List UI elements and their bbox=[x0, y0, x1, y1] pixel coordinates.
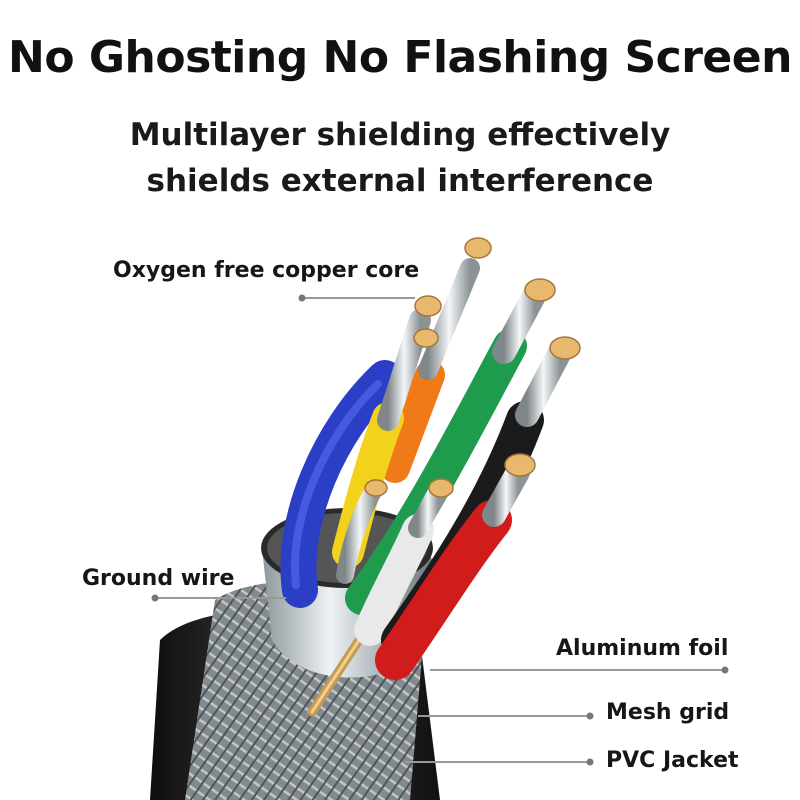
label-mesh-grid: Mesh grid bbox=[606, 700, 730, 725]
twisted-strand-pair bbox=[336, 479, 388, 584]
wire-white bbox=[354, 478, 454, 646]
subheadline-line-2: shields external interference bbox=[146, 163, 654, 199]
label-ground-wire: Ground wire bbox=[82, 566, 235, 591]
label-pvc-jacket: PVC Jacket bbox=[606, 748, 739, 773]
wire-blue bbox=[280, 360, 403, 608]
wire-red bbox=[375, 453, 536, 680]
subheadline: Multilayer shielding effectively shields… bbox=[0, 112, 800, 204]
leader-lines bbox=[151, 294, 729, 766]
subheadline-line-1: Multilayer shielding effectively bbox=[129, 117, 671, 153]
label-aluminum-foil: Aluminum foil bbox=[556, 636, 729, 661]
headline: No Ghosting No Flashing Screen bbox=[8, 32, 792, 83]
wire-orange bbox=[380, 237, 492, 483]
label-copper-core: Oxygen free copper core bbox=[113, 258, 420, 283]
